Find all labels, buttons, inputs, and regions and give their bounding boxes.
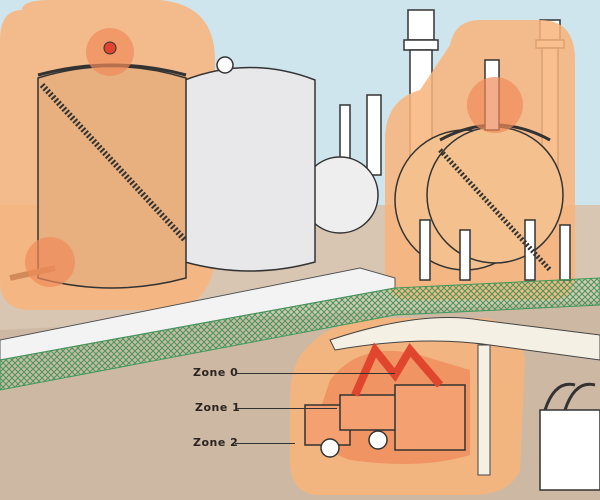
loading-equipment: [539, 382, 600, 491]
zone-0-leader: [235, 373, 395, 374]
zone-0-loading-arms: [351, 342, 444, 397]
zone-0-label: Zone 0: [193, 366, 239, 379]
zone-1-leader: [237, 408, 337, 409]
bund-wall: [0, 267, 396, 361]
zone-1-valve: [25, 237, 75, 287]
zone-2-label: Zone 2: [193, 436, 239, 449]
shelter-roof: [329, 317, 600, 361]
zone-1-label: Zone 1: [195, 401, 241, 414]
tanker-truck: [304, 384, 466, 458]
zone-2-leader: [235, 443, 295, 444]
fence: [0, 277, 600, 391]
zone-1-area: [467, 77, 523, 133]
storage-tanks: [9, 56, 316, 289]
